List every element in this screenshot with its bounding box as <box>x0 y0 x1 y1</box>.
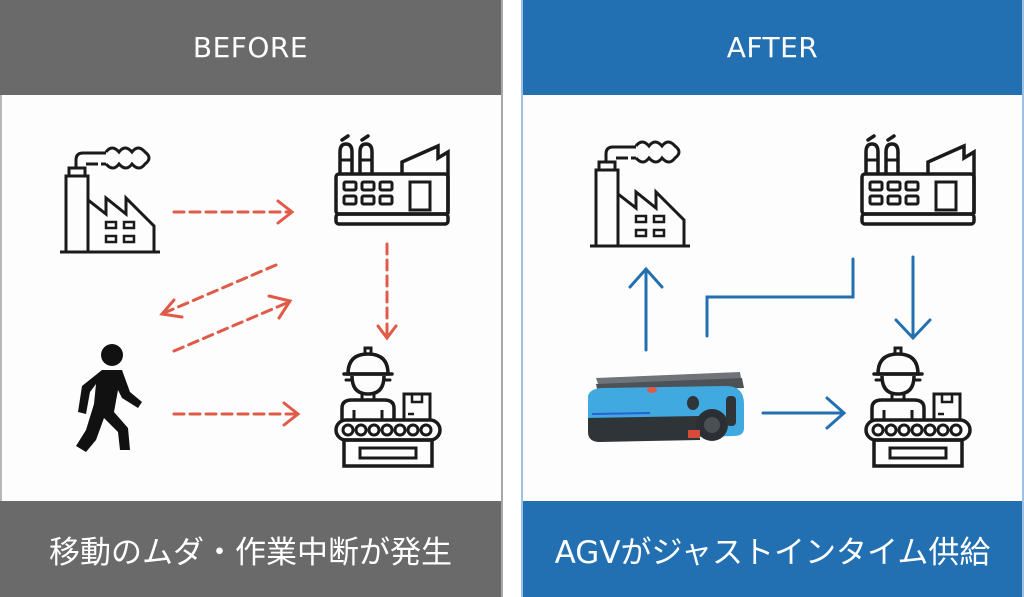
before-panel: BEFORE <box>0 0 503 597</box>
before-header: BEFORE <box>0 0 501 95</box>
after-caption: AGVがジャストインタイム供給 <box>523 501 1022 597</box>
factory-smokestack-icon <box>588 140 692 248</box>
flow-arrow-factory-to-conveyor <box>894 255 932 341</box>
flow-arrow-5 <box>172 401 301 427</box>
after-panel: AFTER <box>521 0 1024 597</box>
flow-arrow-agv-to-conveyor <box>761 396 847 430</box>
conveyor-worker-icon <box>334 346 442 468</box>
before-diagram <box>0 95 501 501</box>
factory-building-icon <box>860 134 976 226</box>
after-diagram <box>523 95 1022 501</box>
conveyor-worker-icon <box>864 346 972 468</box>
before-diagram-svg <box>58 134 450 468</box>
flow-arrow-2 <box>159 263 278 319</box>
walking-worker-icon <box>76 344 142 452</box>
factory-smokestack-icon <box>58 146 162 254</box>
factory-building-icon <box>334 134 450 226</box>
before-caption: 移動のムダ・作業中断が発生 <box>0 501 501 597</box>
flow-arrow-1 <box>172 199 295 225</box>
flow-arrow-4 <box>376 242 398 341</box>
agv-robot <box>588 372 744 442</box>
flow-arrow-agv-to-factory <box>628 266 664 352</box>
after-diagram-svg <box>588 134 976 468</box>
flow-connector-factory-to-agv <box>705 257 855 338</box>
after-header: AFTER <box>523 0 1022 95</box>
flow-arrow-3 <box>172 294 293 353</box>
